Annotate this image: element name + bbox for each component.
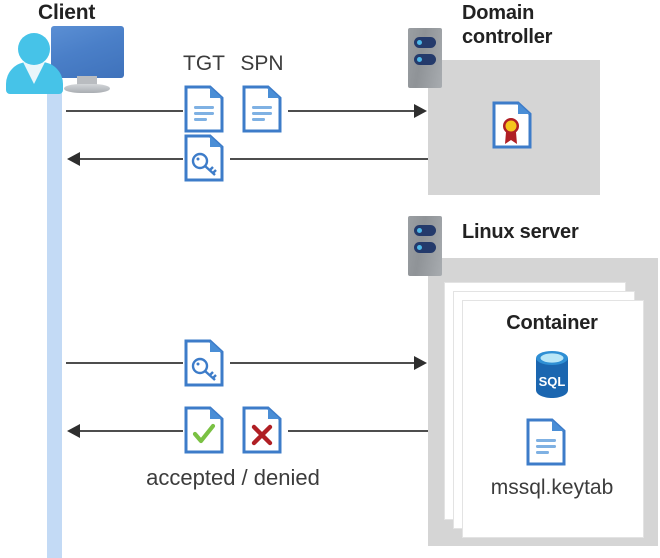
domain-controller-title: Domain controller: [462, 2, 652, 49]
client-icon-group: [0, 0, 140, 100]
ticket-key-document-icon-2: [184, 339, 224, 387]
person-head-icon: [18, 33, 50, 65]
message-3-line-right: [230, 362, 416, 364]
domain-controller-title-line1: Domain: [462, 2, 535, 24]
keytab-document-icon: [526, 418, 566, 466]
accepted-check-document-icon: [184, 406, 224, 454]
container-title: Container: [506, 312, 598, 334]
linux-server-rack-icon: [408, 216, 442, 276]
denied-cross-document-icon: [242, 406, 282, 454]
message-4-line-left: [80, 430, 183, 432]
monitor-base-icon: [64, 84, 110, 93]
ticket-key-document-icon-1: [184, 134, 224, 182]
svg-text:SQL: SQL: [539, 374, 566, 389]
message-2-line-left: [80, 158, 183, 160]
certificate-document-icon: [492, 101, 532, 149]
client-lifeline: [47, 66, 62, 558]
message-3-line-left: [66, 362, 183, 364]
message-2-line-right: [230, 158, 428, 160]
message-4-arrowhead: [67, 424, 80, 438]
message-1-arrowhead: [414, 104, 427, 118]
spn-document-icon: [242, 85, 282, 133]
tgt-label: TGT: [183, 52, 225, 75]
message-1-line-left: [66, 110, 183, 112]
spn-label: SPN: [240, 52, 284, 75]
message-1-line-right: [288, 110, 416, 112]
monitor-screen-icon: [51, 26, 124, 78]
message-4-line-right: [288, 430, 428, 432]
domain-controller-title-line2: controller: [462, 25, 553, 48]
message-3-arrowhead: [414, 356, 427, 370]
sql-database-icon: SQL: [524, 348, 580, 400]
accepted-denied-caption: accepted / denied: [146, 465, 320, 490]
domain-controller-server-rack-icon: [408, 28, 442, 88]
message-2-arrowhead: [67, 152, 80, 166]
client-title: Client: [38, 1, 96, 24]
tgt-document-icon: [184, 85, 224, 133]
keytab-label: mssql.keytab: [490, 476, 614, 499]
linux-server-title: Linux server: [462, 221, 579, 243]
